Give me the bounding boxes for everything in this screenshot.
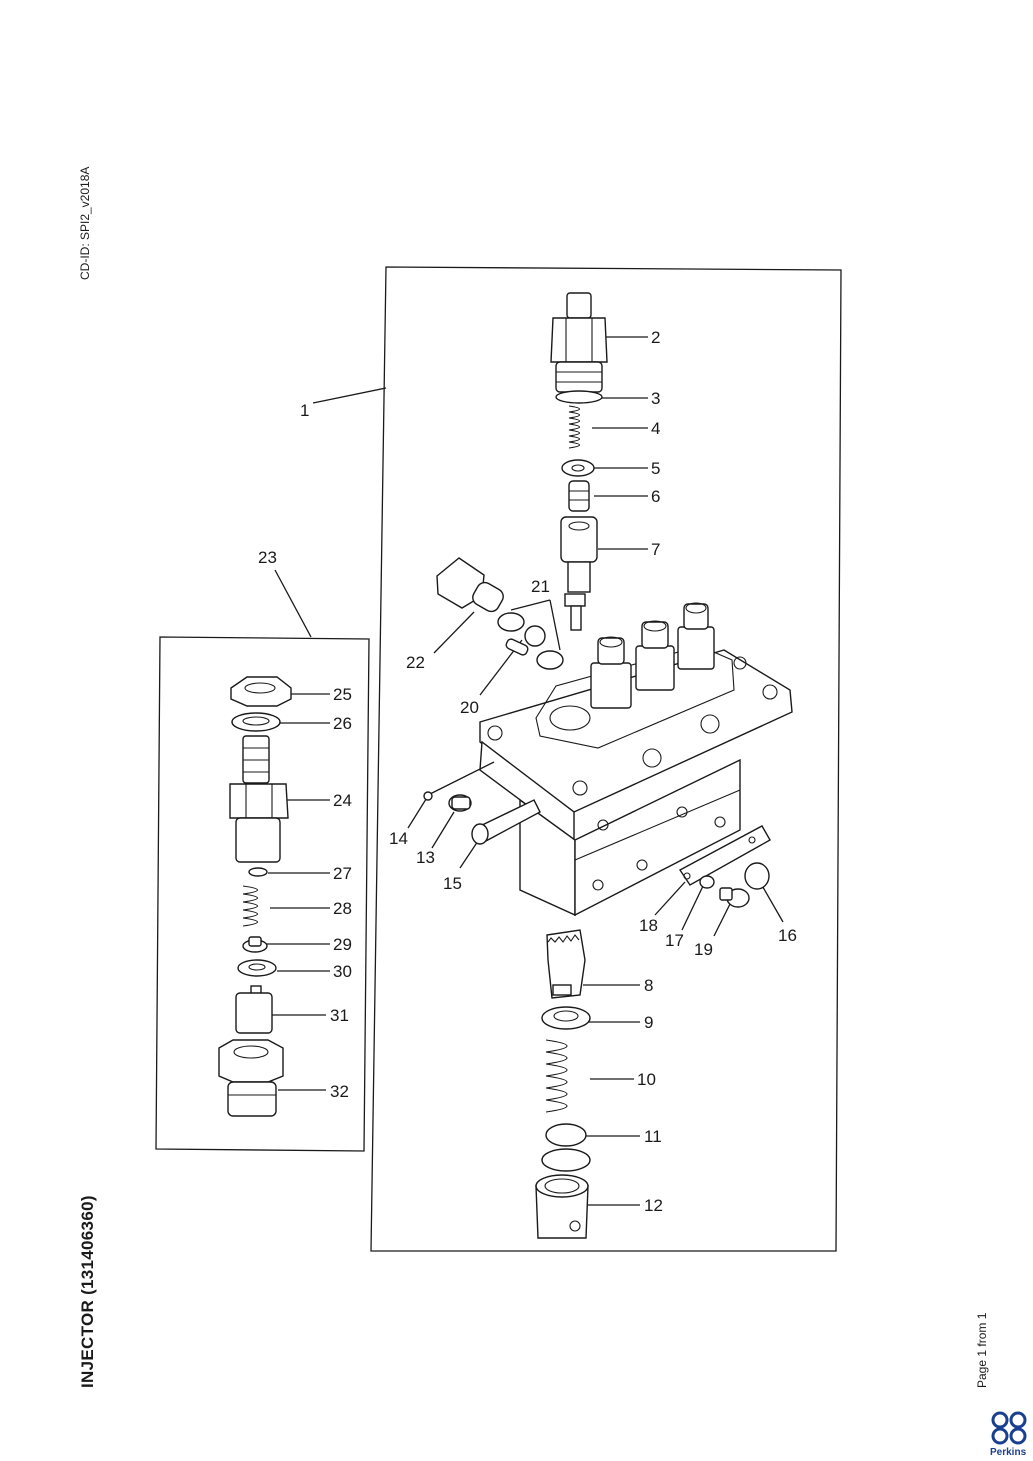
callout-3: 3 [651, 389, 660, 408]
cap-nut [230, 676, 292, 707]
callout-6: 6 [651, 487, 660, 506]
callout-labels: 1 2 3 4 5 6 7 8 9 10 11 12 13 14 15 16 1… [258, 328, 797, 1215]
callout-5: 5 [651, 459, 660, 478]
shim [248, 867, 268, 877]
callout-30: 30 [333, 962, 352, 981]
nozzle-washer [231, 712, 281, 732]
callout-10: 10 [637, 1070, 656, 1089]
callout-25: 25 [333, 685, 352, 704]
callout-15: 15 [443, 874, 462, 893]
rod-end [423, 791, 433, 801]
perkins-logo-icon [991, 1411, 1027, 1445]
nozzle-holder-body [229, 735, 289, 863]
pump-body [479, 645, 793, 917]
sub-assembly-frame [155, 636, 370, 1152]
o-ring [555, 390, 603, 404]
sealing-washer [536, 650, 564, 670]
delivery-valve-holder [550, 292, 608, 393]
main-assembly-frame [370, 266, 842, 1252]
blanking-plug [744, 862, 770, 890]
leader-lines [266, 336, 784, 1206]
callout-18: 18 [639, 916, 658, 935]
stop-screw [448, 794, 472, 812]
side-plate [678, 825, 771, 886]
outlet-holder [635, 620, 675, 691]
callout-31: 31 [330, 1006, 349, 1025]
callout-28: 28 [333, 899, 352, 918]
callout-32: 32 [330, 1082, 349, 1101]
callout-14: 14 [389, 829, 408, 848]
spring-washer [699, 875, 715, 889]
callout-9: 9 [644, 1013, 653, 1032]
lower-seat [545, 1123, 587, 1147]
spring-seat [541, 1006, 591, 1030]
brand-name: Perkins [990, 1447, 1027, 1458]
callout-21: 21 [531, 577, 550, 596]
set-screw [719, 887, 750, 908]
nozzle-spring [242, 885, 259, 927]
callout-12: 12 [644, 1196, 663, 1215]
spindle [242, 936, 268, 953]
callout-23: 23 [258, 548, 277, 567]
callout-17: 17 [665, 931, 684, 950]
callout-19: 19 [694, 940, 713, 959]
delivery-valve [568, 480, 590, 512]
callout-7: 7 [651, 540, 660, 559]
callout-4: 4 [651, 419, 660, 438]
callout-2: 2 [651, 328, 660, 347]
control-rod [425, 761, 495, 797]
nozzle [235, 985, 273, 1034]
callout-13: 13 [416, 848, 435, 867]
sealing-washer [497, 612, 525, 632]
callout-24: 24 [333, 791, 352, 810]
callout-16: 16 [778, 926, 797, 945]
outlet-holder [677, 602, 715, 670]
sealing-washer [524, 625, 546, 647]
callout-20: 20 [460, 698, 479, 717]
callout-8: 8 [644, 976, 653, 995]
circlip [541, 1148, 591, 1172]
callout-11: 11 [644, 1127, 662, 1146]
plunger-barrel [560, 516, 598, 631]
banjo-pin [505, 638, 529, 656]
tappet [535, 1174, 589, 1239]
callout-29: 29 [333, 935, 352, 954]
spacer [237, 959, 277, 977]
inlet-connector [436, 557, 504, 613]
outlet-holder [590, 636, 632, 709]
callout-27: 27 [333, 864, 352, 883]
nozzle-nut [218, 1039, 284, 1117]
callout-1: 1 [300, 401, 309, 420]
callout-22: 22 [406, 653, 425, 672]
plunger-spring [545, 1039, 568, 1113]
washer [561, 459, 595, 477]
valve-spring [568, 405, 581, 449]
callout-26: 26 [333, 714, 352, 733]
control-sleeve [546, 929, 586, 999]
